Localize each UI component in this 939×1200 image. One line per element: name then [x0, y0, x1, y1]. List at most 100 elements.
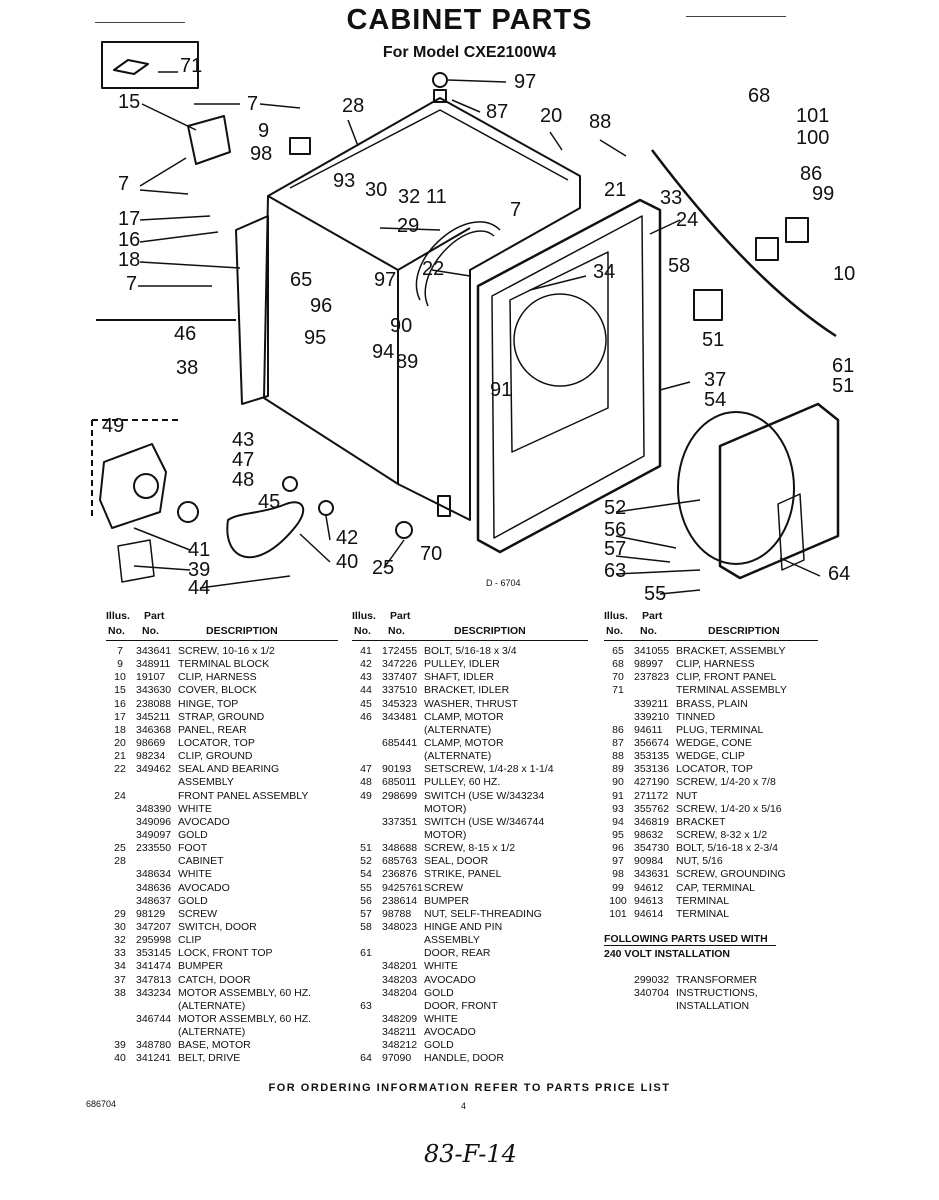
header-part-no: No.	[142, 625, 159, 637]
illus-number: 10	[114, 671, 126, 684]
illus-number: 68	[612, 658, 624, 671]
document-number: 686704	[86, 1099, 117, 1109]
parts-row: 38 343234 MOTOR ASSEMBLY, 60 HZ.	[106, 987, 338, 1000]
part-number: 98997	[634, 658, 664, 671]
callout-89: 89	[396, 351, 418, 373]
callout-25: 25	[372, 557, 394, 579]
scan-line-right	[686, 16, 786, 17]
part-number: 337510	[382, 684, 418, 697]
part-description: LOCK, FRONT TOP	[178, 947, 273, 960]
part-description: WASHER, THRUST	[424, 697, 518, 710]
illus-number: 71	[612, 684, 624, 697]
illus-number: 16	[114, 697, 126, 710]
parts-row: 348212 GOLD	[352, 1039, 588, 1052]
part-description: HINGE AND PIN	[424, 920, 503, 933]
callout-28: 28	[342, 95, 364, 117]
callout-34: 34	[593, 261, 615, 283]
part-number: 347226	[382, 658, 418, 671]
part-description: SCREW	[178, 907, 218, 920]
illus-number: 41	[360, 645, 372, 657]
part-number: 348212	[382, 1039, 418, 1052]
part-description: NUT, 5/16	[676, 855, 723, 868]
illus-number: 38	[114, 986, 126, 999]
part-description: CLAMP, MOTOR	[424, 710, 504, 723]
part-description: WHITE	[178, 802, 212, 815]
illus-number: 22	[114, 763, 126, 776]
header-illus-no: No.	[354, 625, 371, 637]
part-description: PULLEY, 60 HZ.	[424, 776, 501, 789]
illus-number: 65	[612, 645, 624, 657]
part-description: GOLD	[424, 1039, 454, 1052]
part-number: 348201	[382, 960, 418, 973]
callout-57: 57	[604, 538, 626, 560]
part-number: 299032	[634, 973, 670, 986]
callout-97: 97	[514, 71, 536, 93]
part-number: 348204	[382, 986, 418, 999]
illus-number: 87	[612, 736, 624, 749]
callout-46: 46	[174, 323, 196, 345]
part-number: 346819	[634, 815, 670, 828]
callout-52: 52	[604, 497, 626, 519]
parts-row: (ALTERNATE)	[352, 724, 588, 737]
callout-68: 68	[748, 85, 770, 107]
part-description: INSTALLATION	[676, 1000, 750, 1013]
scan-line-left	[95, 22, 185, 23]
part-description: SEAL, DOOR	[424, 855, 489, 868]
part-description: MOTOR ASSEMBLY, 60 HZ.	[178, 986, 312, 999]
page-title: CABINET PARTS	[346, 4, 593, 36]
callout-7: 7	[247, 93, 258, 115]
part-number: 355762	[634, 802, 670, 815]
callout-61: 61	[832, 355, 854, 377]
callout-91: 91	[490, 379, 512, 401]
part-number: 172455	[382, 645, 418, 657]
part-number: 343234	[136, 986, 172, 999]
part-description: LOCATOR, TOP	[178, 736, 255, 749]
callout-41: 41	[188, 539, 210, 561]
part-number: 238088	[136, 697, 172, 710]
illus-number: 97	[612, 855, 624, 868]
header-part: Part	[642, 610, 663, 622]
part-description: LOCATOR, TOP	[676, 763, 753, 776]
illus-number: 90	[612, 776, 624, 789]
part-number: 98669	[136, 736, 166, 749]
header-illus: Illus.	[106, 610, 130, 622]
part-description: COVER, BLOCK	[178, 684, 257, 697]
part-number: 339210	[634, 710, 670, 723]
part-description: (ALTERNATE)	[178, 1026, 246, 1039]
parts-row: ASSEMBLY	[106, 776, 338, 789]
callout-96: 96	[310, 295, 332, 317]
part-description: TERMINAL	[676, 894, 730, 907]
part-description: AVOCADO	[424, 1026, 476, 1039]
column-header: Illus. Part No. No. DESCRIPTION	[352, 610, 588, 641]
part-number: 349462	[136, 763, 172, 776]
part-description: CATCH, DOOR	[178, 973, 251, 986]
part-description: AVOCADO	[424, 973, 476, 986]
part-number: 346744	[136, 1012, 172, 1025]
callout-47: 47	[232, 449, 254, 471]
callout-48: 48	[232, 469, 254, 491]
part-description: CLAMP, MOTOR	[424, 736, 504, 749]
part-description: SWITCH, DOOR	[178, 920, 257, 933]
callout-63: 63	[604, 560, 626, 582]
part-description: CLIP, HARNESS	[676, 658, 755, 671]
